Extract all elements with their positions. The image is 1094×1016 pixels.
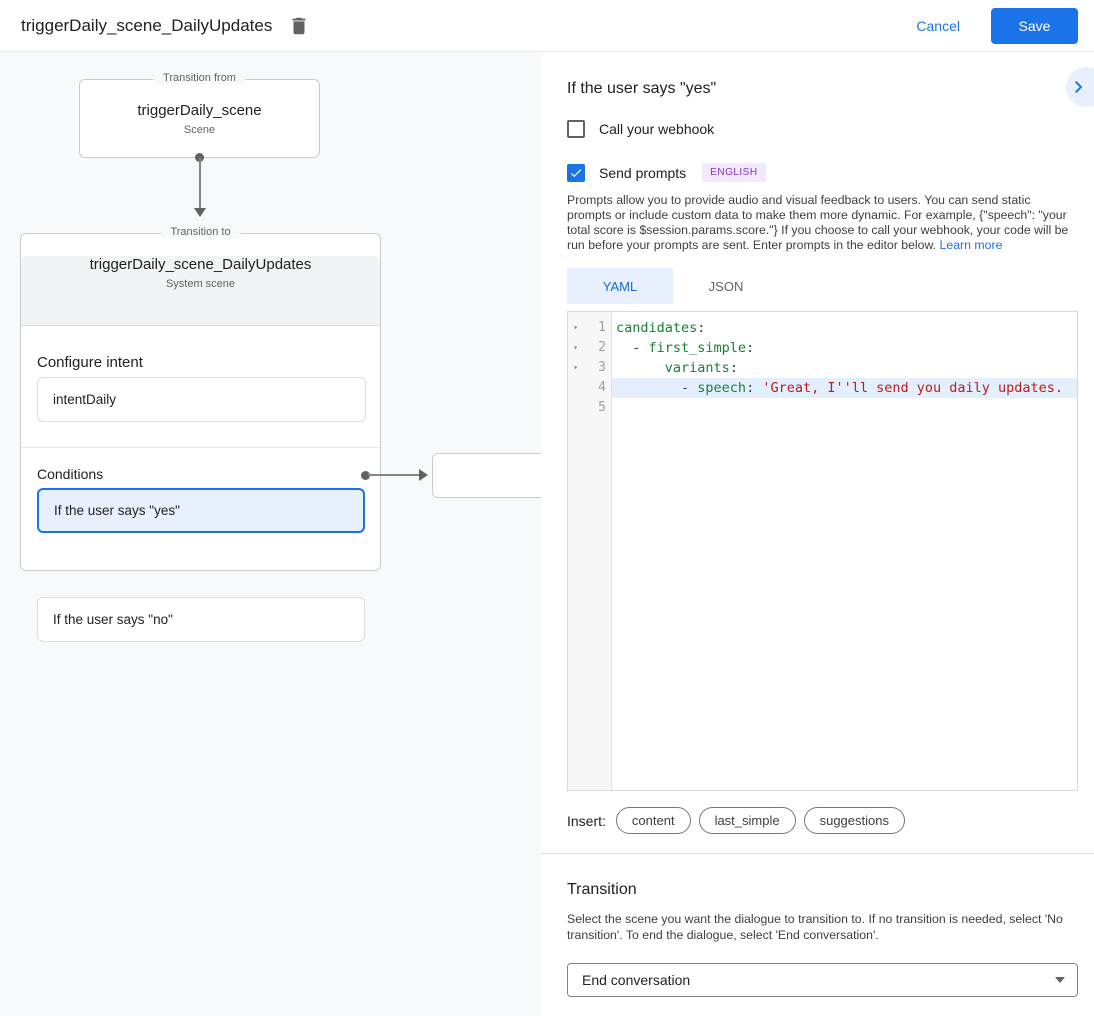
- editor-code-area[interactable]: candidates: - first_simple: variants: - …: [612, 312, 1077, 790]
- transition-to-node: Transition to triggerDaily_scene_DailyUp…: [20, 226, 381, 642]
- send-prompts-row: Send prompts ENGLISH: [567, 163, 1078, 182]
- line-number: 4: [598, 380, 606, 395]
- code-line-1[interactable]: candidates:: [612, 318, 1077, 338]
- insert-chip-last-simple[interactable]: last_simple: [698, 807, 796, 834]
- transition-description: Select the scene you want the dialogue t…: [567, 912, 1063, 942]
- transition-select[interactable]: End conversation: [567, 963, 1078, 997]
- cancel-button[interactable]: Cancel: [916, 17, 960, 34]
- code-line-3[interactable]: variants:: [612, 358, 1077, 378]
- line-number: 5: [598, 400, 606, 415]
- send-prompts-label: Send prompts: [599, 164, 687, 181]
- insert-chip-content[interactable]: content: [615, 807, 691, 834]
- insert-chip-suggestions[interactable]: suggestions: [803, 807, 905, 834]
- tab-json[interactable]: JSON: [673, 268, 779, 304]
- arrow-down-icon: [194, 208, 206, 217]
- condition-title: If the user says "yes": [567, 80, 717, 97]
- insert-row: Insert: content last_simple suggestions: [567, 807, 1078, 834]
- chevron-right-icon: [1067, 75, 1091, 99]
- code-token: candidates: [616, 320, 698, 336]
- to-scene-type: System scene: [165, 278, 236, 290]
- from-scene-type: Scene: [183, 124, 216, 136]
- to-scene-header[interactable]: triggerDaily_scene_DailyUpdates System s…: [21, 256, 380, 326]
- collapse-panel-button[interactable]: [1066, 67, 1094, 107]
- condition-item-yes[interactable]: If the user says "yes": [37, 488, 365, 533]
- send-prompts-checkbox[interactable]: [567, 163, 585, 182]
- code-token: [616, 360, 665, 376]
- code-token: :: [746, 340, 755, 356]
- top-bar: triggerDaily_scene_DailyUpdates Cancel S…: [0, 0, 1094, 52]
- line-number: 1: [598, 320, 606, 335]
- to-scene-body: Configure intent intentDaily Conditions …: [21, 326, 380, 642]
- webhook-label: Call your webhook: [599, 121, 715, 137]
- code-token: variants: [664, 360, 730, 376]
- delete-scene-button[interactable]: [288, 15, 310, 37]
- checkmark-icon: [569, 166, 583, 180]
- code-token: 'Great, I''ll send you daily updates.: [762, 380, 1064, 396]
- code-line-5[interactable]: [612, 398, 1077, 418]
- configure-intent-label: Configure intent: [37, 354, 143, 371]
- next-node-stub[interactable]: [432, 453, 541, 498]
- condition-detail-panel: If the user says "yes" Call your webhook…: [541, 52, 1094, 1016]
- code-token: :: [746, 380, 763, 396]
- insert-label: Insert:: [567, 812, 606, 829]
- condition-item-no[interactable]: If the user says "no": [37, 597, 365, 642]
- fold-arrow-icon[interactable]: ▾: [573, 363, 578, 372]
- webhook-row: Call your webhook: [567, 120, 1078, 138]
- line-number: 2: [598, 340, 606, 355]
- gutter-row: ▾3: [568, 358, 611, 378]
- transition-selected-value: End conversation: [582, 972, 691, 988]
- transition-to-legend: Transition to: [160, 226, 241, 238]
- gutter-row: ▾2: [568, 338, 611, 358]
- webhook-checkbox[interactable]: [567, 120, 585, 138]
- transition-from-legend: Transition from: [153, 72, 246, 84]
- code-line-2[interactable]: - first_simple:: [612, 338, 1077, 358]
- to-scene-name: triggerDaily_scene_DailyUpdates: [89, 256, 312, 273]
- editor-format-tabs: YAML JSON: [567, 268, 1078, 304]
- connector-dot: [195, 153, 204, 162]
- arrow-right-icon: [419, 469, 428, 481]
- line-number: 3: [598, 360, 606, 375]
- fold-arrow-icon[interactable]: ▾: [573, 323, 578, 332]
- scene-diagram-canvas: Transition from triggerDaily_scene Scene…: [0, 52, 541, 1016]
- connector-line-horizontal: [368, 474, 420, 476]
- save-button[interactable]: Save: [991, 7, 1078, 44]
- panel-divider: [541, 853, 1094, 854]
- section-divider: [21, 447, 380, 448]
- tab-yaml[interactable]: YAML: [567, 268, 673, 304]
- prompts-description-text: Prompts allow you to provide audio and v…: [567, 193, 1069, 252]
- from-scene-name: triggerDaily_scene: [137, 102, 262, 119]
- code-token: speech: [697, 380, 747, 396]
- prompts-description: Prompts allow you to provide audio and v…: [567, 193, 1078, 253]
- trash-icon: [288, 15, 310, 37]
- connector-dot: [361, 471, 370, 480]
- code-token: :: [729, 360, 738, 376]
- code-token: first_simple: [648, 340, 747, 356]
- transition-section-title: Transition: [567, 881, 637, 898]
- conditions-label: Conditions: [37, 466, 104, 482]
- dropdown-caret-icon: [1055, 977, 1065, 983]
- code-token: -: [616, 340, 649, 356]
- code-token: -: [616, 380, 698, 396]
- gutter-row: 5: [568, 398, 611, 418]
- learn-more-link[interactable]: Learn more: [939, 238, 1003, 252]
- transition-from-node[interactable]: Transition from triggerDaily_scene Scene: [79, 72, 320, 158]
- gutter-row: ▾1: [568, 318, 611, 338]
- code-line-4[interactable]: - speech: 'Great, I''ll send you daily u…: [612, 378, 1077, 398]
- page-title: triggerDaily_scene_DailyUpdates: [21, 15, 273, 35]
- code-token: :: [697, 320, 706, 336]
- connector-line-vertical: [199, 158, 201, 210]
- language-badge: ENGLISH: [702, 163, 766, 182]
- intent-item[interactable]: intentDaily: [37, 377, 366, 422]
- gutter-row: 4: [568, 378, 611, 398]
- fold-arrow-icon[interactable]: ▾: [573, 343, 578, 352]
